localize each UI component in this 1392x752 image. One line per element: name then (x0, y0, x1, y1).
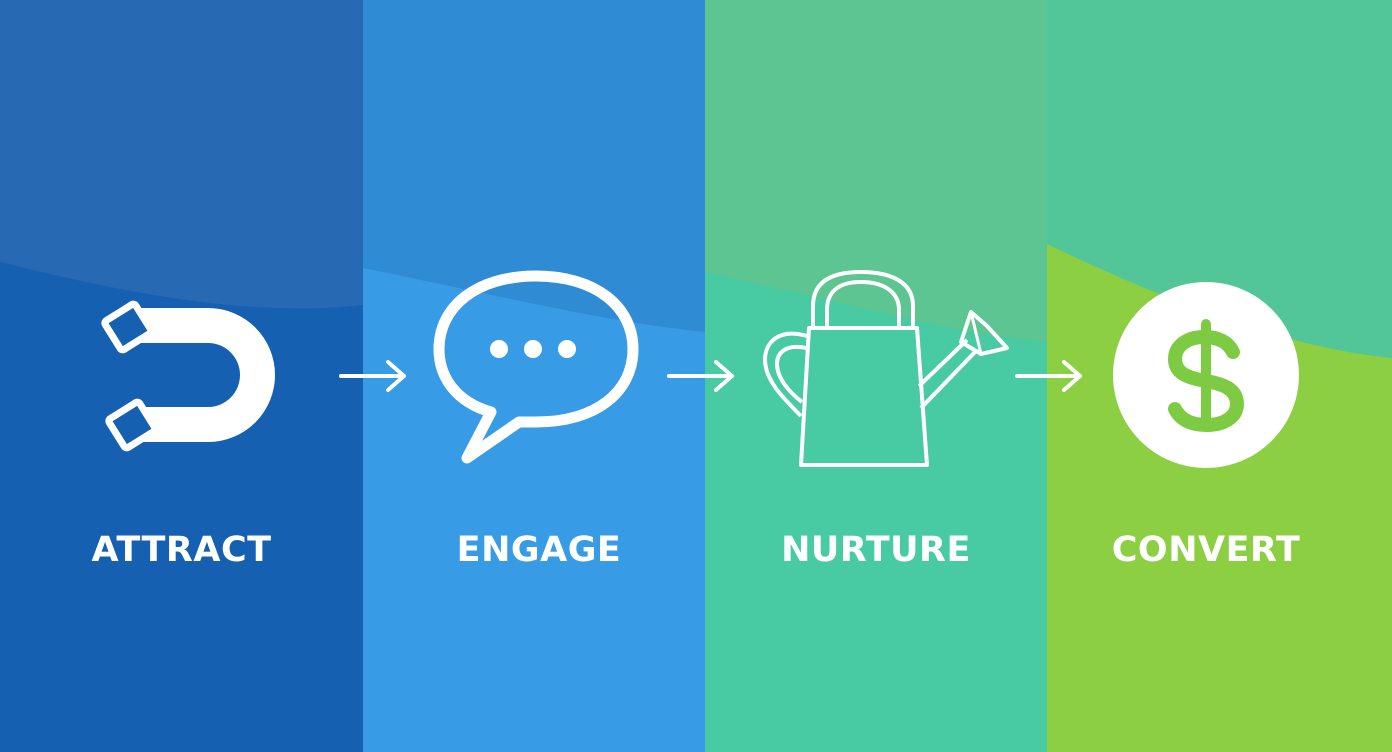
panel-background-shade (1047, 0, 1392, 358)
watering-can-icon (762, 269, 1009, 467)
magnet-icon (101, 300, 275, 452)
dollar-coin-icon (1113, 282, 1299, 468)
stage-panel-convert: CONVERT (1047, 0, 1392, 752)
stage-label-nurture: NURTURE (781, 530, 971, 570)
stage-label-convert: CONVERT (1111, 530, 1301, 570)
panel-background-shade (705, 0, 1047, 342)
arrow-right-icon (667, 360, 734, 392)
chat-bubble-icon (433, 270, 639, 464)
stage-panel-nurture: NURTURE (705, 0, 1047, 752)
panel-background-shade (363, 0, 705, 332)
panel-background-shade (0, 0, 363, 309)
stage-label-engage: ENGAGE (456, 530, 622, 570)
arrow-right-icon (339, 360, 406, 392)
arrow-right-icon (1015, 360, 1082, 392)
stage-label-attract: ATTRACT (91, 530, 272, 570)
stage-panel-engage: ENGAGE (363, 0, 705, 752)
stage-panel-attract: ATTRACT (0, 0, 363, 752)
